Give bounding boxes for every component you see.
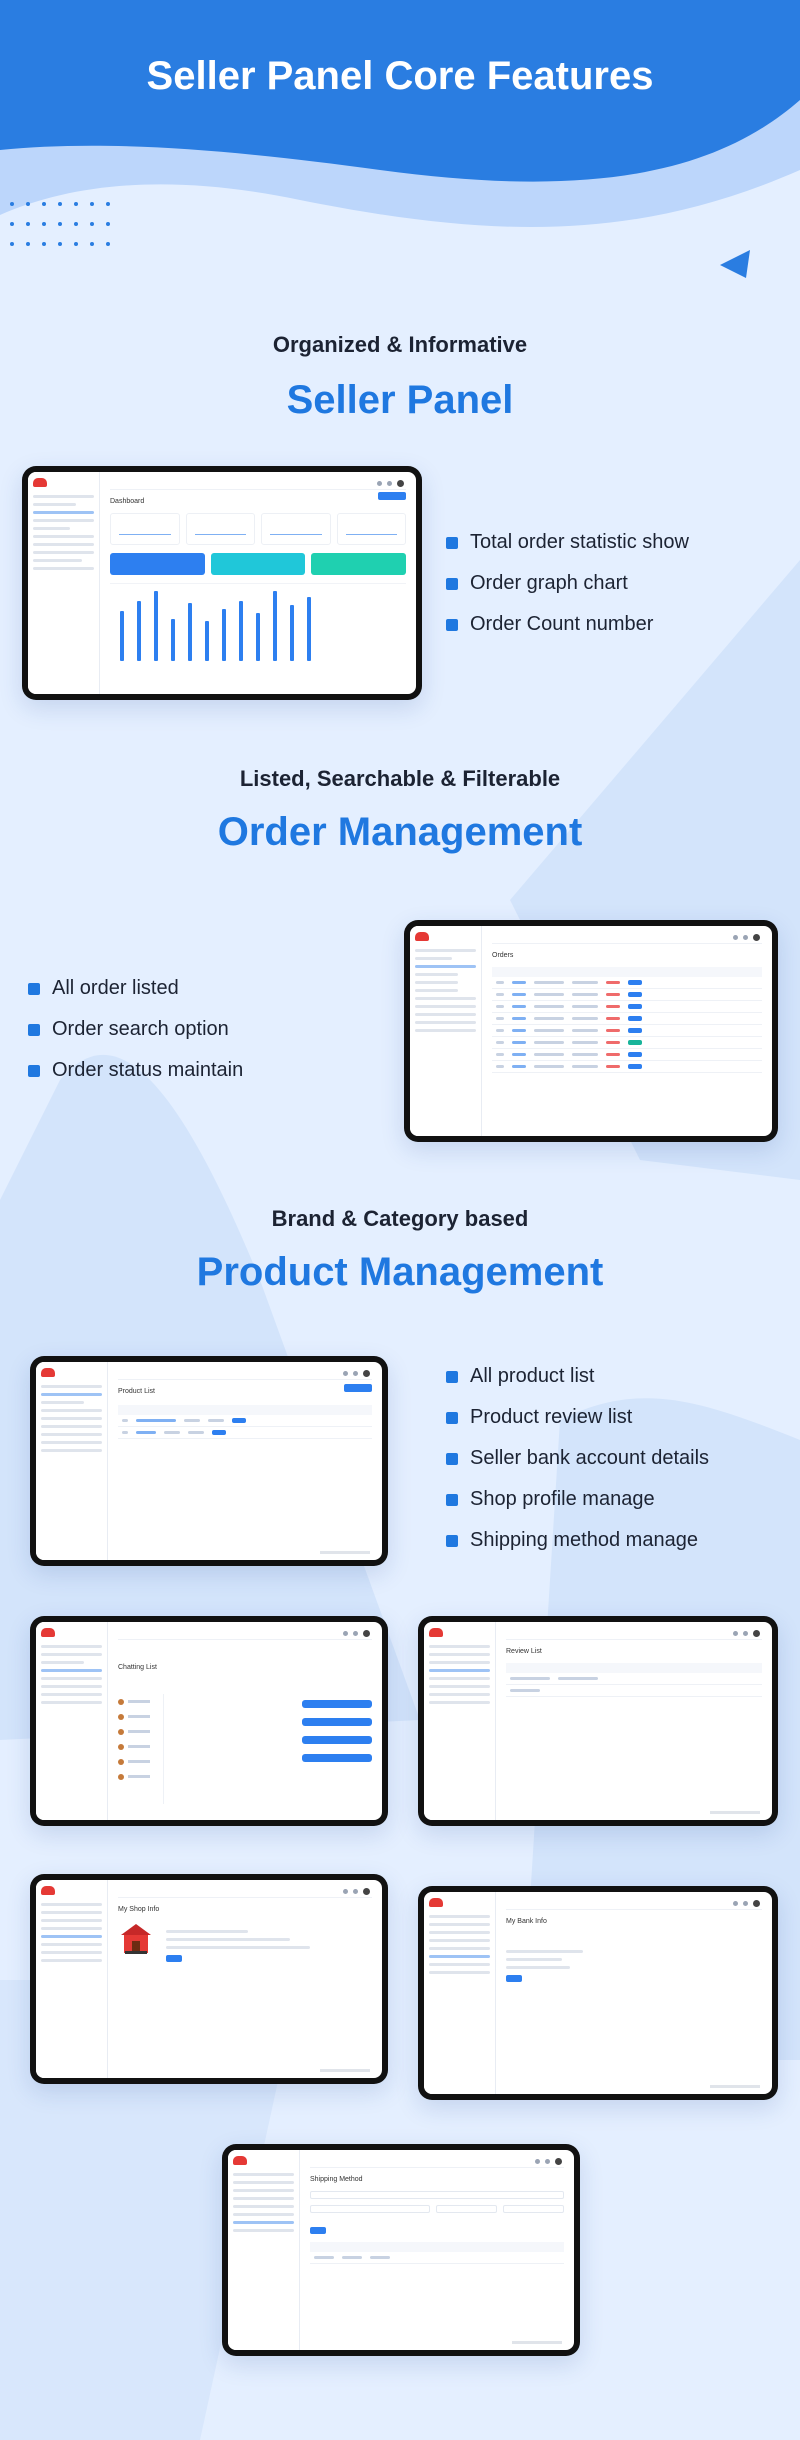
seller-panel-feature-list: Total order statistic show Order graph c… [446,522,689,645]
avatar [363,1888,370,1895]
logo-icon [429,1898,443,1907]
shop-icon [121,1924,151,1954]
logo-icon [429,1628,443,1637]
bullet-icon [446,577,458,590]
logo-icon [41,1886,55,1895]
bullet-icon [446,1493,458,1506]
product-list-screenshot: Product List [30,1356,388,1566]
screen-title: Chatting List [118,1663,157,1671]
sidebar [28,472,100,694]
bullet-icon [446,1534,458,1547]
page-title: Seller Panel Core Features [146,54,654,98]
bullet-icon [446,1370,458,1383]
avatar [363,1630,370,1637]
list-item: Order status maintain [28,1050,243,1091]
list-item: All order listed [28,968,243,1009]
bullet-icon [28,1023,40,1036]
list-item: Product review list [446,1397,709,1438]
list-item: All product list [446,1356,709,1397]
screen-title: Review List [506,1648,542,1655]
chatting-screenshot: Chatting List [30,1616,388,1826]
avatar [753,1630,760,1637]
product-management-title: Product Management [196,1250,604,1294]
logo-icon [33,478,47,487]
product-management-feature-list: All product list Product review list Sel… [446,1356,709,1561]
order-management-feature-list: All order listed Order search option Ord… [28,968,243,1091]
logo-icon [415,932,429,941]
bullet-icon [446,1411,458,1424]
mini-button [378,492,406,500]
logo-icon [233,2156,247,2165]
screen-title: My Shop Info [118,1906,160,1913]
seller-panel-title: Seller Panel [286,378,514,422]
dashboard-screenshot: Dashboard [22,466,422,700]
logo-icon [41,1368,55,1377]
review-list-screenshot: Review List [418,1616,778,1826]
avatar [397,480,404,487]
avatar [555,2158,562,2165]
avatar [753,1900,760,1907]
avatar [753,934,760,941]
screen-title: Shipping Method [310,2176,363,2183]
screen-title: Product List [118,1388,155,1395]
avatar [363,1370,370,1377]
list-item: Order graph chart [446,563,689,604]
order-management-title: Order Management [217,810,583,854]
list-item: Shipping method manage [446,1520,709,1561]
product-management-subtitle: Brand & Category based [271,1206,529,1231]
seller-panel-subtitle: Organized & Informative [272,332,528,357]
bullet-icon [28,1064,40,1077]
bullet-icon [446,536,458,549]
shipping-method-screenshot: Shipping Method [222,2144,580,2356]
bank-info-screenshot: My Bank Info [418,1886,778,2100]
list-item: Total order statistic show [446,522,689,563]
screen-title: Orders [492,952,514,959]
list-item: Shop profile manage [446,1479,709,1520]
bullet-icon [28,982,40,995]
list-item: Order search option [28,1009,243,1050]
logo-icon [41,1628,55,1637]
orders-screenshot: Orders [404,920,778,1142]
list-item: Seller bank account details [446,1438,709,1479]
bullet-icon [446,618,458,631]
shop-info-screenshot: My Shop Info [30,1874,388,2084]
screen-title: Dashboard [110,498,145,505]
order-management-subtitle: Listed, Searchable & Filterable [239,766,561,791]
screen-title: My Bank Info [506,1918,547,1925]
list-item: Order Count number [446,604,689,645]
bullet-icon [446,1452,458,1465]
order-bar-chart [110,583,406,661]
